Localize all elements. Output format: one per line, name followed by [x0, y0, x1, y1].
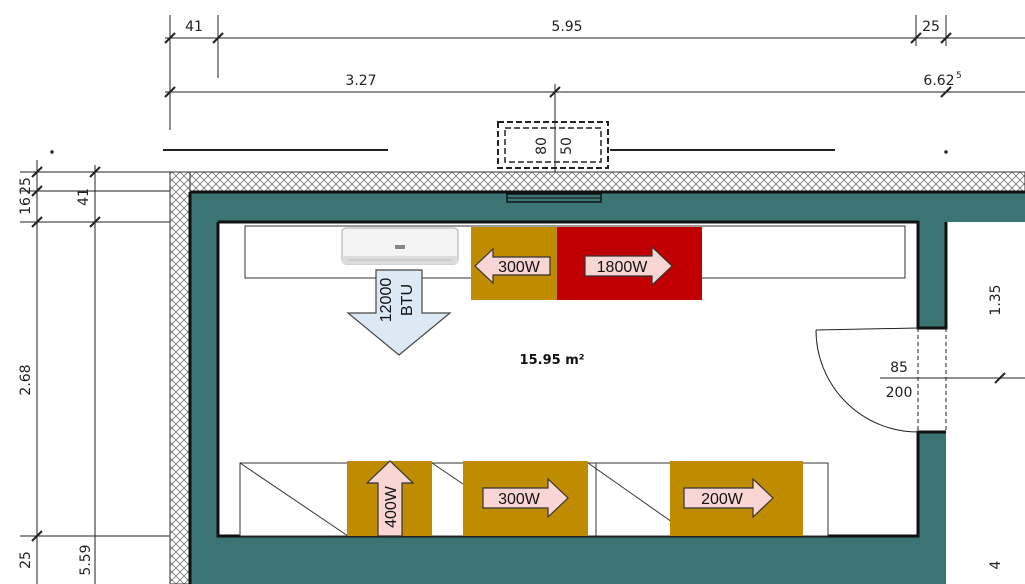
ac-capacity-line2: BTU [399, 284, 416, 316]
heat-arrow-400w [365, 460, 415, 537]
heat-arrow-300w-bottom [482, 477, 569, 519]
heat-label-200w: 200W [701, 491, 744, 508]
walls [169, 171, 1025, 584]
heat-arrow-200w [683, 477, 774, 519]
heat-label-400w: 400W [383, 485, 400, 528]
heat-label-1800w: 1800W [597, 259, 649, 276]
dim-left-bottom-25: 25 [18, 551, 34, 569]
ac-cooling-arrow [346, 269, 452, 356]
door-swing [815, 327, 1025, 433]
left-dimension-lines [20, 160, 218, 584]
room-area-label: 15.95 m² [520, 353, 585, 368]
heat-label-300w-top: 300W [498, 259, 541, 276]
window-width-label: 80 [534, 137, 550, 155]
dim-left-268: 2.68 [18, 364, 34, 395]
dim-top-595: 5.95 [551, 19, 582, 35]
air-conditioner-unit [341, 227, 459, 265]
dim-top-25: 25 [922, 19, 940, 35]
dim-left-559: 5.59 [78, 544, 94, 575]
dim-left-41: 41 [76, 188, 92, 206]
door-height-label: 200 [886, 385, 913, 401]
dim-top-41: 41 [185, 19, 203, 35]
dim-left-25: 25 [18, 177, 34, 195]
heat-arrow-300w-top [474, 247, 551, 285]
window-height-label: 50 [559, 137, 575, 155]
dim-left-16: 16 [18, 197, 34, 215]
dim-662: 6.62 [923, 73, 954, 89]
door-width-label: 85 [890, 360, 908, 376]
top-dimension-lines [50, 15, 1025, 222]
window-symbol [497, 121, 609, 169]
heat-arrow-1800w [584, 245, 673, 287]
dim-right-bottom: 4 [988, 560, 1004, 569]
heat-label-300w-bottom: 300W [498, 491, 541, 508]
dim-327: 3.27 [345, 73, 376, 89]
ac-capacity-line1: 12000 [378, 278, 395, 323]
dim-right-135: 1.35 [988, 284, 1004, 315]
dim-662-superscript: 5 [956, 71, 962, 81]
